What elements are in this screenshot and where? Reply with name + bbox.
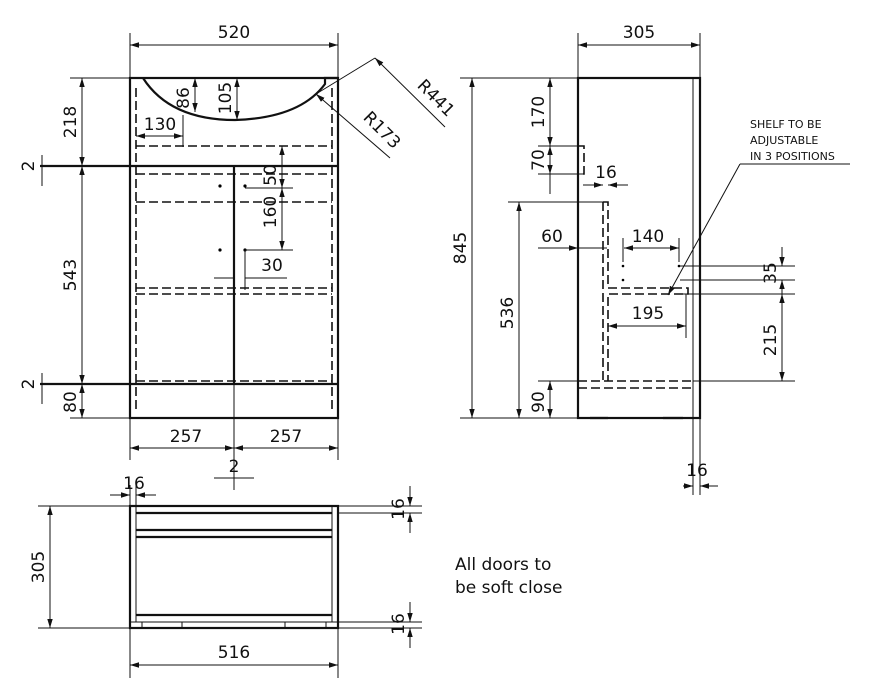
dim-r441: R441 <box>413 76 458 121</box>
dim-70: 70 <box>529 149 549 171</box>
front-view: 520 218 543 80 2 2 86 105 130 R441 R173 … <box>19 23 458 490</box>
dim-plinth: 80 <box>61 391 81 413</box>
dim-basin-105: 105 <box>216 82 236 114</box>
dim-60: 60 <box>541 227 563 247</box>
dim-plan-top-16: 16 <box>389 498 409 520</box>
dim-gap-top: 2 <box>19 161 39 172</box>
dim-90: 90 <box>529 391 549 413</box>
dim-536: 536 <box>498 297 518 329</box>
shelf-note-line1: SHELF TO BE <box>750 118 822 131</box>
dim-gap-bottom: 2 <box>19 379 39 390</box>
dim-35: 35 <box>761 262 781 284</box>
dim-215: 215 <box>761 324 781 356</box>
shelf-note-line3: IN 3 POSITIONS <box>750 150 835 163</box>
dim-handle-offset: 30 <box>261 256 283 276</box>
dim-basin-86: 86 <box>174 87 194 109</box>
dim-handle-top: 50 <box>261 164 281 186</box>
dim-door-left: 257 <box>170 427 202 447</box>
dim-195: 195 <box>632 304 664 324</box>
dim-170: 170 <box>529 96 549 128</box>
dim-total-height: 845 <box>451 232 471 264</box>
shelf-note-line2: ADJUSTABLE <box>750 134 818 147</box>
note-line2: be soft close <box>455 578 562 598</box>
dim-basin-offset: 130 <box>144 115 176 135</box>
dim-handle-spacing: 160 <box>261 196 281 228</box>
handle-holes <box>218 184 247 252</box>
dim-door-thickness: 16 <box>686 461 708 481</box>
dim-140: 140 <box>632 227 664 247</box>
dim-plan-width: 516 <box>218 643 250 663</box>
dim-plan-bottom-16: 16 <box>389 613 409 635</box>
dim-plan-side-16: 16 <box>123 474 145 494</box>
dim-width: 520 <box>218 23 250 43</box>
dim-door-right: 257 <box>270 427 302 447</box>
plan-view: 16 305 516 16 16 <box>29 474 422 678</box>
note-line1: All doors to <box>455 555 551 575</box>
side-view: 305 845 170 70 16 536 60 140 35 215 195 … <box>451 23 850 495</box>
dim-plan-depth: 305 <box>29 551 49 583</box>
dim-r173: R173 <box>359 108 404 153</box>
dim-top-height: 218 <box>61 106 81 138</box>
dim-door-height: 543 <box>61 259 81 291</box>
dim-door-gap: 2 <box>229 457 240 477</box>
dim-depth: 305 <box>623 23 655 43</box>
dim-panel-16: 16 <box>595 163 617 183</box>
